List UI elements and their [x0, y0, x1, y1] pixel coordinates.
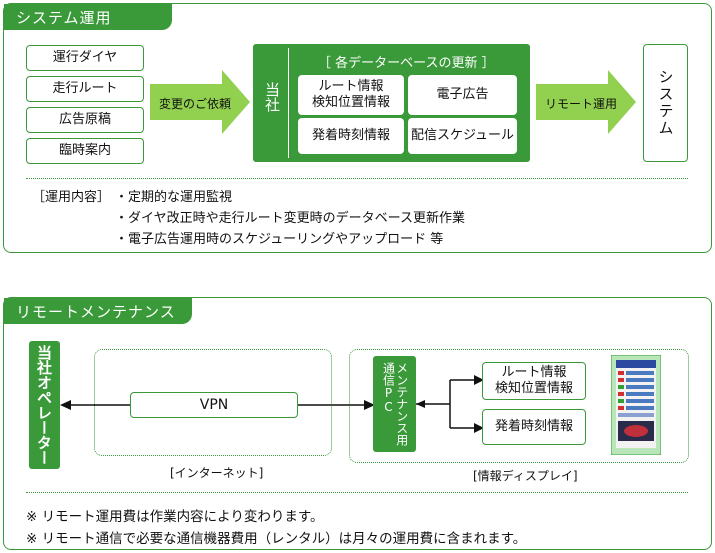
display-area [349, 349, 689, 463]
db-item-timetable: 発着時刻情報 [298, 118, 404, 154]
information-display-image [611, 355, 661, 455]
request-item: 走行ルート [26, 76, 144, 102]
request-item: 臨時案内 [26, 138, 144, 164]
request-arrow-label: 変更のご依頼 [159, 97, 232, 111]
remote-operation-arrow [536, 70, 636, 134]
display-item-route: ルート情報 検知位置情報 [482, 362, 586, 400]
internet-area [94, 349, 332, 456]
remote-operation-label: リモート運用 [545, 97, 618, 111]
operator-box: 当社オペレーター [29, 341, 60, 469]
branch-arrows [416, 375, 484, 433]
db-item-route: ルート情報 検知位置情報 [298, 75, 404, 115]
operations-label: ［運用内容］ [32, 190, 111, 205]
request-item: 運行ダイヤ [26, 45, 144, 71]
request-arrow [150, 70, 250, 134]
maintenance-pc-label: メンテナンス用 通信PC [381, 362, 409, 446]
request-item: 広告原稿 [26, 107, 144, 133]
system-box: システム [643, 44, 688, 162]
db-item-ad: 電子広告 [408, 75, 517, 115]
operations-item: ・電子広告運用時のスケジューリングやアップロード 等 [115, 232, 444, 247]
operations-item: ・定期的な運用監視 [115, 190, 233, 205]
remote-maintenance-panel [3, 297, 712, 550]
note-item: ※ リモート通信で必要な通信機器費用（レンタル）は月々の運用費に含まれます。 [26, 531, 527, 547]
note-item: ※ リモート運用費は作業内容により変わります。 [26, 509, 324, 525]
system-operation-title: システム運用 [4, 4, 172, 30]
top-divider [26, 178, 688, 179]
database-update-title: ［ 各データーベースの更新 ］ [318, 56, 495, 71]
bottom-divider [26, 492, 688, 493]
display-item-timetable: 発着時刻情報 [482, 409, 586, 445]
internet-label: [インターネット] [170, 466, 264, 480]
vpn-box: VPN [130, 392, 298, 418]
remote-maintenance-title: リモートメンテナンス [4, 298, 192, 324]
db-item-schedule: 配信スケジュール [408, 118, 517, 154]
maintenance-pc-box: メンテナンス用 通信PC [373, 356, 416, 452]
operations-item: ・ダイヤ改正時や走行ルート変更時のデータベース更新作業 [115, 211, 465, 226]
company-label: 当社 [263, 82, 281, 112]
company-divider [288, 48, 289, 158]
display-label: [情報ディスプレイ] [473, 469, 578, 483]
